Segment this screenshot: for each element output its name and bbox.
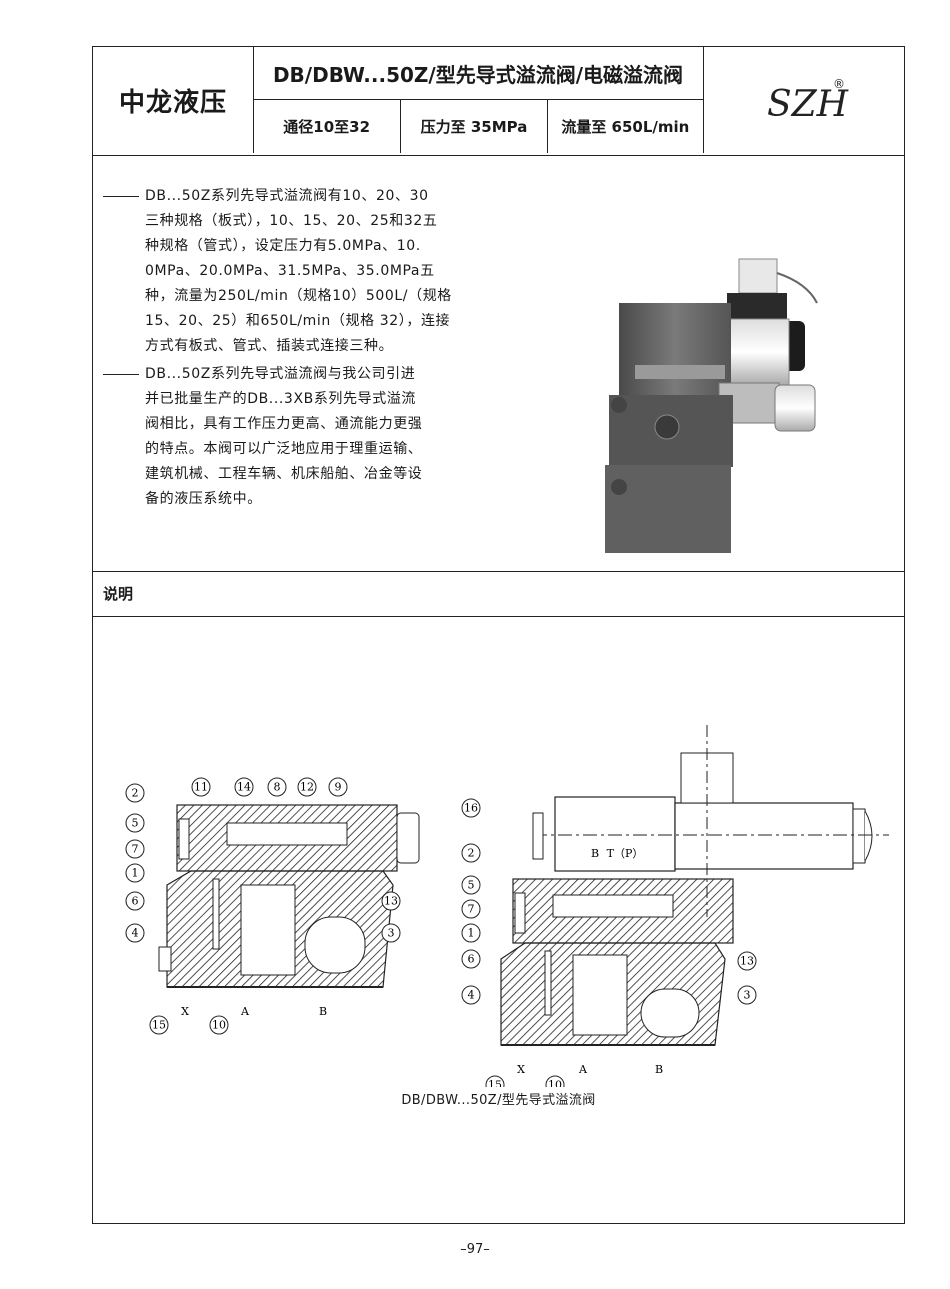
svg-text:16: 16 (464, 802, 478, 815)
text-line: 三种规格（板式），10、15、20、25和32五 (145, 213, 438, 229)
svg-text:5: 5 (468, 879, 475, 892)
svg-text:7: 7 (468, 903, 475, 916)
svg-text:13: 13 (384, 895, 398, 908)
text-line: 的特点。本阀可以广泛地应用于理重运输、 (145, 441, 423, 457)
left-callout-14: 14 (234, 777, 254, 797)
left-port-label: X (181, 1005, 189, 1018)
text-line: 备的液压系统中。 (145, 491, 262, 507)
left-callout-13: 13 (381, 891, 401, 911)
svg-text:4: 4 (468, 989, 475, 1002)
svg-text:3: 3 (388, 927, 395, 940)
right-top-label: B (591, 847, 599, 860)
svg-text:15: 15 (152, 1019, 166, 1032)
right-port-label: X (517, 1063, 525, 1076)
svg-text:2: 2 (132, 787, 139, 800)
text-line: DB...50Z系列先导式溢流阀与我公司引进 (145, 366, 416, 382)
brand-name: 中龙液压 (93, 47, 254, 153)
left-callout-9: 9 (328, 777, 348, 797)
intro-paragraph-1: DB...50Z系列先导式溢流阀有10、20、30 三种规格（板式），10、15… (145, 184, 475, 359)
spec-diameter: 通径10至32 (253, 100, 402, 153)
left-callout-12: 12 (297, 777, 317, 797)
right-callout-3: 3 (737, 985, 757, 1005)
svg-text:2: 2 (468, 847, 475, 860)
svg-text:1: 1 (468, 927, 475, 940)
right-callout-5: 5 (461, 875, 481, 895)
spec-flow: 流量至 650L/min (561, 118, 690, 136)
page-frame: 中龙液压 DB/DBW...50Z/型先导式溢流阀/电磁溢流阀 通径10至32 … (92, 46, 905, 1224)
right-callout-15: 15 (485, 1075, 505, 1088)
svg-text:13: 13 (740, 955, 754, 968)
text-line: 0MPa、20.0MPa、31.5MPa、35.0MPa五 (145, 263, 435, 279)
header: 中龙液压 DB/DBW...50Z/型先导式溢流阀/电磁溢流阀 通径10至32 … (93, 47, 904, 156)
right-callout-4: 4 (461, 985, 481, 1005)
left-callout-15: 15 (149, 1015, 169, 1035)
svg-text:6: 6 (132, 895, 139, 908)
svg-text:14: 14 (237, 781, 251, 794)
page-number: –97– (460, 1242, 490, 1257)
right-callout-2: 2 (461, 843, 481, 863)
text-line: 种规格（管式），设定压力有5.0MPa、10. (145, 238, 421, 254)
text-line: 种，流量为250L/min（规格10）500L/（规格 (145, 288, 452, 304)
svg-text:15: 15 (488, 1079, 502, 1088)
bullet-dash (103, 196, 139, 197)
left-callout-11: 11 (191, 777, 211, 797)
text-line: 方式有板式、管式、插装式连接三种。 (145, 338, 394, 354)
left-callout-8: 8 (267, 777, 287, 797)
right-port-label: B (655, 1063, 663, 1076)
text-line: 并已批量生产的DB...3XB系列先导式溢流 (145, 391, 417, 407)
svg-text:12: 12 (300, 781, 314, 794)
svg-text:6: 6 (468, 953, 475, 966)
left-callout-10: 10 (209, 1015, 229, 1035)
right-valve-section (500, 725, 889, 1046)
svg-text:9: 9 (335, 781, 342, 794)
svg-text:7: 7 (132, 843, 139, 856)
right-port-label: A (578, 1063, 588, 1076)
svg-text:11: 11 (194, 781, 208, 794)
intro-paragraph-2: DB...50Z系列先导式溢流阀与我公司引进 并已批量生产的DB...3XB系列… (145, 362, 475, 512)
spec-pressure: 压力至 35MPa (401, 100, 548, 153)
left-port-label: A (240, 1005, 250, 1018)
svg-text:1: 1 (132, 867, 139, 880)
product-title: DB/DBW...50Z/型先导式溢流阀/电磁溢流阀 (253, 47, 704, 100)
left-valve-section (158, 804, 420, 988)
bullet-dash (103, 374, 139, 375)
text-line: DB...50Z系列先导式溢流阀有10、20、30 (145, 188, 429, 204)
left-callout-2: 2 (125, 783, 145, 803)
spec-row: 通径10至32 压力至 35MPa 流量至 650L/min (253, 100, 704, 153)
text-line: 15、20、25）和650L/min（规格 32），连接 (145, 313, 451, 329)
svg-text:5: 5 (132, 817, 139, 830)
text-line: 建筑机械、工程车辆、机床船舶、冶金等设 (145, 466, 423, 482)
logo-text: SZH (767, 84, 849, 125)
svg-text:8: 8 (274, 781, 281, 794)
left-port-label: B (319, 1005, 327, 1018)
left-callout-6: 6 (125, 891, 145, 911)
svg-text:10: 10 (212, 1019, 226, 1032)
intro-section: DB...50Z系列先导式溢流阀有10、20、30 三种规格（板式），10、15… (93, 155, 904, 572)
left-callout-7: 7 (125, 839, 145, 859)
szh-logo: SZH ® (704, 47, 904, 153)
registered-mark: ® (833, 77, 845, 91)
right-callout-1: 1 (461, 923, 481, 943)
svg-text:4: 4 (132, 927, 139, 940)
left-callout-5: 5 (125, 813, 145, 833)
left-callout-4: 4 (125, 923, 145, 943)
text-line: 阀相比，具有工作压力更高、通流能力更强 (145, 416, 423, 432)
right-callout-16: 16 (461, 798, 481, 818)
valve-photo (605, 258, 818, 553)
left-callout-3: 3 (381, 923, 401, 943)
left-callout-1: 1 (125, 863, 145, 883)
figure-caption: DB/DBW...50Z/型先导式溢流阀 (401, 1093, 596, 1108)
right-callout-10: 10 (545, 1075, 565, 1088)
right-callout-13: 13 (737, 951, 757, 971)
right-callout-7: 7 (461, 899, 481, 919)
svg-text:3: 3 (744, 989, 751, 1002)
right-callout-6: 6 (461, 949, 481, 969)
section-title: 说明 (93, 571, 904, 617)
right-top-label: T（P） (607, 847, 644, 860)
svg-text:10: 10 (548, 1079, 562, 1088)
